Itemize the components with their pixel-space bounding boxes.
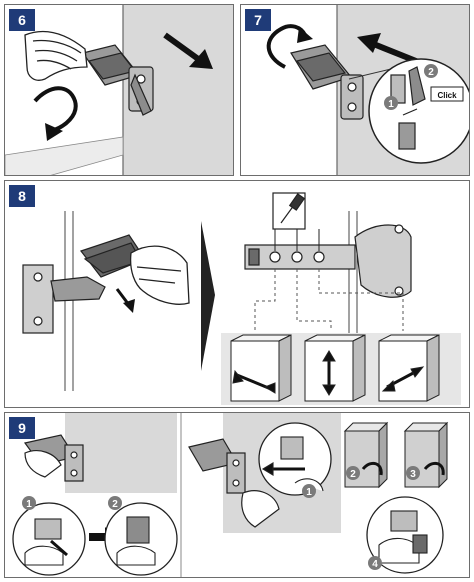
callout-1-a	[22, 496, 36, 510]
callout-2-a	[108, 496, 122, 510]
hand-a	[24, 450, 62, 478]
hinge-a	[23, 434, 84, 482]
svg-text:1: 1	[388, 99, 394, 110]
svg-text:1: 1	[306, 487, 312, 498]
cabinet-wall-a	[65, 413, 177, 493]
step-9-panel: 9 1 2	[4, 412, 470, 578]
step-8-illustration	[22, 181, 461, 407]
screwdriver-icon	[272, 192, 306, 230]
step-9-badge: 9	[9, 417, 35, 439]
hand	[24, 30, 88, 81]
step-7-panel: 7 1 2 Click	[240, 4, 470, 176]
step-6-illustration	[5, 5, 233, 175]
svg-text:2: 2	[350, 469, 356, 480]
step-8-panel: 8	[4, 180, 470, 408]
cabinet-box-c2	[403, 421, 449, 489]
click-label-box	[430, 86, 464, 102]
callout-1-b	[302, 484, 316, 498]
hinge-b	[188, 438, 246, 494]
adjust-box-height	[304, 334, 366, 402]
divider-chevron	[201, 221, 215, 371]
callout-1	[384, 96, 398, 110]
step-8-badge: 8	[9, 185, 35, 207]
hand	[129, 245, 190, 305]
rotate-arrow	[33, 86, 78, 133]
hinge	[290, 44, 364, 120]
step-7-illustration: 1 2 Click	[266, 5, 469, 175]
door-edge	[5, 136, 124, 175]
step-6-panel: 6	[4, 4, 234, 176]
adjust-screw-2	[291, 251, 303, 263]
svg-text:4: 4	[372, 559, 378, 570]
adjust-box-depth	[378, 334, 440, 402]
hand-b	[241, 490, 280, 528]
callout-2-c	[346, 466, 360, 480]
svg-text:3: 3	[410, 469, 416, 480]
callout-4-c	[368, 556, 382, 570]
hinge	[82, 44, 154, 116]
svg-text:2: 2	[112, 499, 118, 510]
adjust-screw-3	[313, 251, 325, 263]
step-9-illustration: 1 2 1	[12, 413, 449, 577]
adjust-screw-1	[269, 251, 281, 263]
svg-text:1: 1	[26, 499, 32, 510]
step-7-badge: 7	[245, 9, 271, 31]
hinge-top-view	[244, 224, 412, 298]
direction-arrow-head	[357, 33, 381, 53]
leader-lines	[254, 269, 404, 331]
step-6-badge: 6	[9, 9, 35, 31]
callout-2	[424, 64, 438, 78]
direction-arrow-head	[189, 49, 213, 69]
adjust-box-side	[230, 334, 292, 402]
direction-arrow-shaft	[163, 32, 203, 64]
callout-3-c	[406, 466, 420, 480]
hinge	[22, 234, 146, 334]
svg-text:2: 2	[428, 67, 434, 78]
click-label: Click	[437, 91, 457, 100]
